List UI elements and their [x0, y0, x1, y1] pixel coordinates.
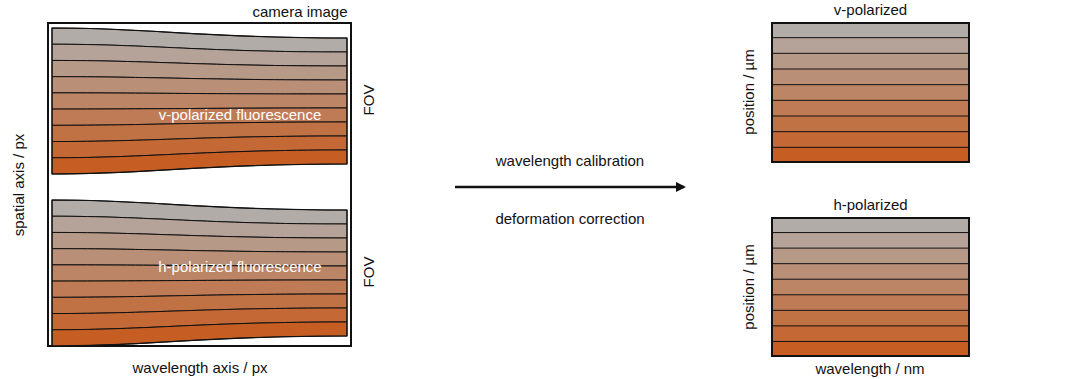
band-stripe [52, 150, 347, 174]
stripe-line [771, 100, 970, 101]
stripe-line [771, 341, 970, 342]
stripe-line [771, 37, 970, 38]
axis-label: position / µm [740, 49, 757, 134]
image-title: h-polarized [833, 196, 907, 213]
process-label: wavelength calibration [496, 152, 644, 169]
stripe [771, 217, 970, 233]
stripe-image [771, 217, 970, 357]
axis-label: wavelength / nm [815, 360, 924, 377]
stripe-line [771, 248, 970, 249]
stripe [771, 248, 970, 264]
stripe-image [771, 22, 970, 163]
stripe [771, 264, 970, 280]
stripe-line [771, 310, 970, 311]
image-title: v-polarized [834, 1, 907, 18]
stripe-line [771, 232, 970, 233]
stripe-line [771, 131, 970, 132]
stripe [771, 279, 970, 295]
fluorescence-band: v-polarized fluorescence [52, 28, 347, 174]
axis-label: position / µm [740, 244, 757, 329]
stripe-line [771, 84, 970, 85]
stripe [771, 147, 970, 163]
stripe [771, 69, 970, 85]
axis-label: wavelength axis / px [132, 359, 267, 376]
band-outline [52, 28, 347, 174]
image-border [772, 23, 969, 162]
process-label: deformation correction [495, 210, 644, 227]
stripe [771, 132, 970, 148]
image-border [772, 218, 969, 356]
corrected-image: v-polarized [771, 22, 970, 163]
band-label: h-polarized fluorescence [158, 258, 321, 275]
stripe [771, 53, 970, 69]
stripe [771, 341, 970, 357]
stripe [771, 116, 970, 132]
stripe [771, 100, 970, 116]
stripe [771, 295, 970, 311]
camera-image-frame: camera imagev-polarized fluorescenceh-po… [47, 22, 352, 347]
stripe-line [771, 69, 970, 70]
fluorescence-band: h-polarized fluorescence [52, 200, 347, 346]
stripe-line [771, 116, 970, 117]
stripe [771, 233, 970, 249]
fov-label: FOV [360, 257, 377, 288]
stripe-line [771, 53, 970, 54]
band-stripe [52, 322, 347, 346]
fov-label: FOV [360, 85, 377, 116]
stripe-line [771, 325, 970, 326]
stripe-line [771, 263, 970, 264]
process-arrow [455, 186, 684, 189]
corrected-image: h-polarized [771, 217, 970, 357]
stripe [771, 326, 970, 342]
image-title: camera image [252, 3, 347, 20]
band-shape [52, 28, 347, 174]
stripe-line [771, 147, 970, 148]
band-outline [52, 200, 347, 346]
stripe [771, 38, 970, 54]
axis-label: spatial axis / px [10, 134, 27, 237]
band-stripe [52, 77, 347, 94]
stripe [771, 310, 970, 326]
stripe [771, 22, 970, 38]
band-label: v-polarized fluorescence [159, 106, 322, 123]
stripe-line [771, 294, 970, 295]
stripe [771, 85, 970, 101]
stripe-line [771, 279, 970, 280]
